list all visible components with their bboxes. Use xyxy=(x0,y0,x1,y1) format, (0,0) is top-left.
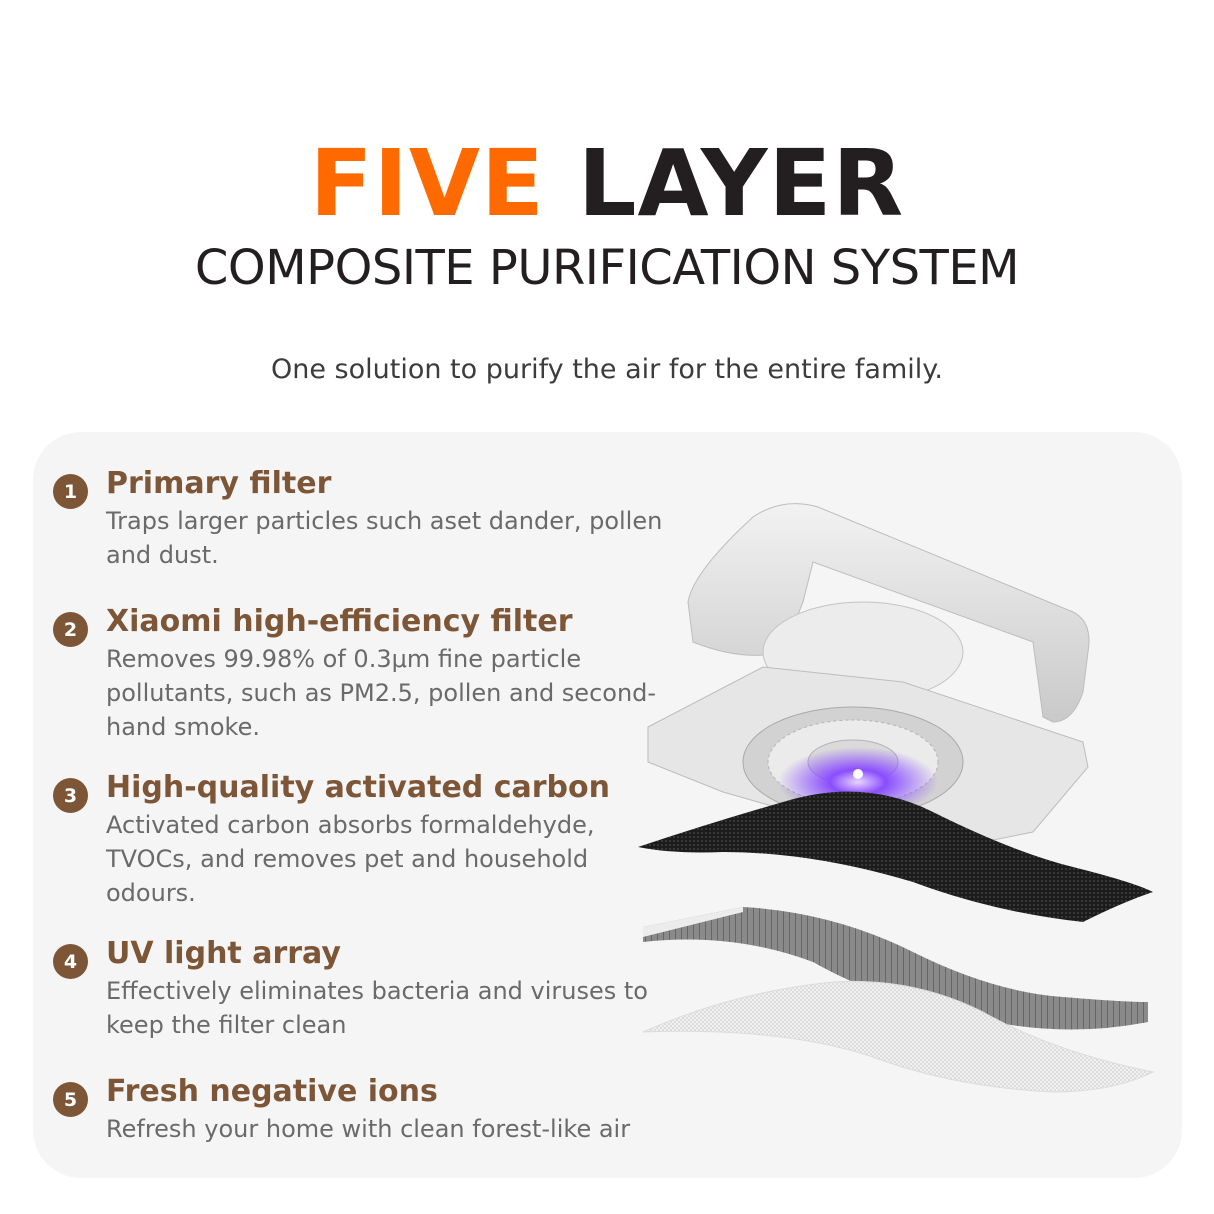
features-card: 1 Primary filter Traps larger particles … xyxy=(33,432,1182,1178)
number-badge-icon: 5 xyxy=(53,1082,88,1117)
hero-title-accent: FIVE xyxy=(309,130,545,237)
subtitle: COMPOSITE PURIFICATION SYSTEM xyxy=(194,240,1020,296)
feature-title: Fresh negative ions xyxy=(106,1074,438,1109)
feature-title: High-quality activated carbon xyxy=(106,770,610,805)
carbon-layer xyxy=(638,791,1153,922)
number-badge-icon: 4 xyxy=(53,944,88,979)
tagline: One solution to purify the air for the e… xyxy=(271,354,943,385)
feature-description: Traps larger particles such aset dander,… xyxy=(106,507,663,569)
feature-description: Removes 99.98% of 0.3μm fine particle po… xyxy=(106,645,657,741)
number-badge-icon: 3 xyxy=(53,778,88,813)
feature-title: UV light array xyxy=(106,936,341,971)
feature-description: Refresh your home with clean forest-like… xyxy=(106,1115,631,1143)
feature-title: Xiaomi high-efficiency filter xyxy=(106,604,573,639)
hero-title-rest: LAYER xyxy=(577,130,905,237)
hero-title: FIVE LAYER xyxy=(0,138,1214,230)
feature-description: Effectively eliminates bacteria and viru… xyxy=(106,977,648,1039)
number-badge-icon: 1 xyxy=(53,474,88,509)
number-badge-icon: 2 xyxy=(53,612,88,647)
filter-layers-image xyxy=(638,503,1155,1093)
feature-title: Primary filter xyxy=(106,466,332,501)
feature-description: Activated carbon absorbs formaldehyde, T… xyxy=(106,811,595,907)
purifier-exploded-illustration xyxy=(633,492,1173,1112)
primary-mesh-layer xyxy=(642,980,1155,1093)
hepa-layer xyxy=(643,907,1148,1030)
